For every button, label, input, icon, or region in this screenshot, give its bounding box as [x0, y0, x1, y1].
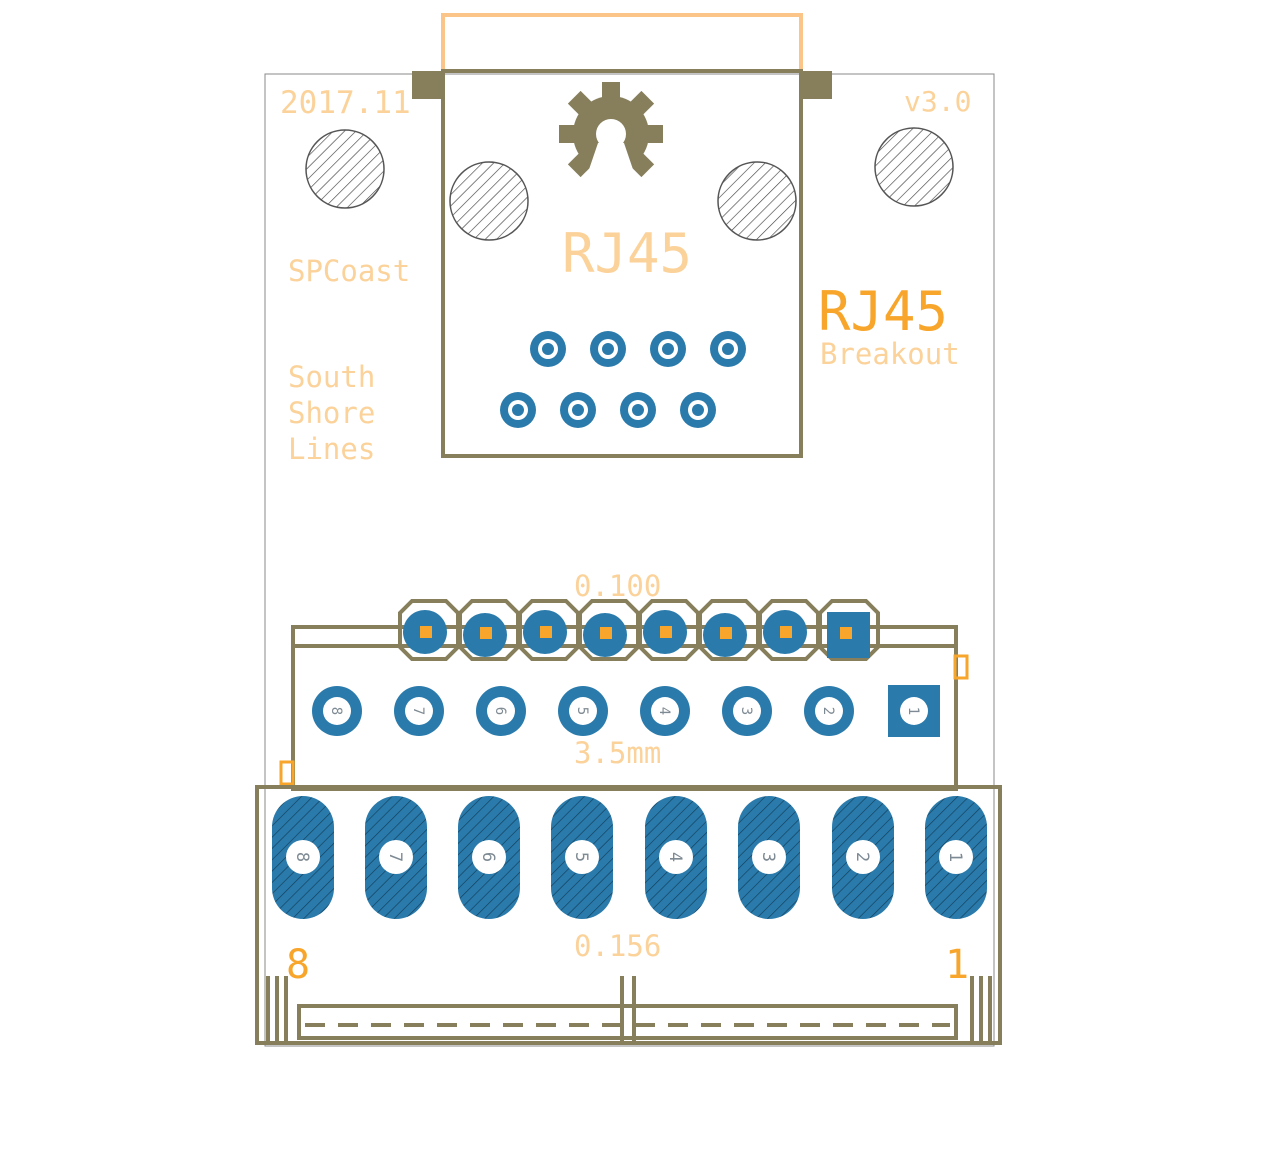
- company-label: SPCoast: [288, 254, 410, 288]
- pin-number: 4: [656, 707, 672, 715]
- pin-number: 7: [385, 852, 405, 862]
- pin-number: 6: [478, 852, 498, 862]
- pin-number: 1: [945, 852, 965, 862]
- pin-number: 2: [852, 852, 872, 862]
- terminal-block-35mm-pads: [312, 685, 940, 737]
- pin-number: 1: [905, 707, 921, 715]
- mounting-holes: [305, 127, 954, 241]
- board-title: RJ45: [818, 280, 948, 343]
- pin-number: 6: [492, 707, 508, 715]
- rj45-jack-footprint: [412, 13, 832, 458]
- pin-8-marker: 8: [286, 942, 310, 988]
- pin-number: 5: [571, 852, 591, 862]
- terminal-35mm-pin-numbers: 8 7 6 5 4 3 2 1: [328, 707, 921, 715]
- jack-label: RJ45: [562, 222, 692, 285]
- date-label: 2017.11: [280, 85, 411, 121]
- terminal-block-0156-pads: [272, 796, 987, 919]
- terminal-block-0156-footprint: [255, 785, 1002, 1045]
- pin-number: 3: [758, 852, 778, 862]
- pin-number: 8: [292, 852, 312, 862]
- open-hardware-logo-icon: [559, 82, 663, 190]
- pin-header-0100: [398, 599, 880, 661]
- pin-number: 4: [665, 852, 685, 862]
- terminal-pitch-label: 0.156: [574, 929, 661, 963]
- org-line-3: Lines: [288, 432, 375, 466]
- pin-1-marker: 1: [945, 942, 969, 988]
- org-line-2: Shore: [288, 396, 375, 430]
- terminal-0156-pin-numbers: 8 7 6 5 4 3 2 1: [292, 852, 965, 862]
- pin-number: 5: [574, 707, 590, 715]
- version-label: v3.0: [904, 85, 971, 118]
- board-subtitle: Breakout: [820, 337, 960, 371]
- pin-number: 7: [410, 707, 426, 715]
- pin-number: 2: [820, 707, 836, 715]
- pin-number: 8: [328, 707, 344, 715]
- pin-number: 3: [738, 707, 754, 715]
- org-line-1: South: [288, 360, 375, 394]
- block-pitch-label: 3.5mm: [574, 736, 661, 770]
- header-pitch-label: 0.100: [574, 569, 661, 603]
